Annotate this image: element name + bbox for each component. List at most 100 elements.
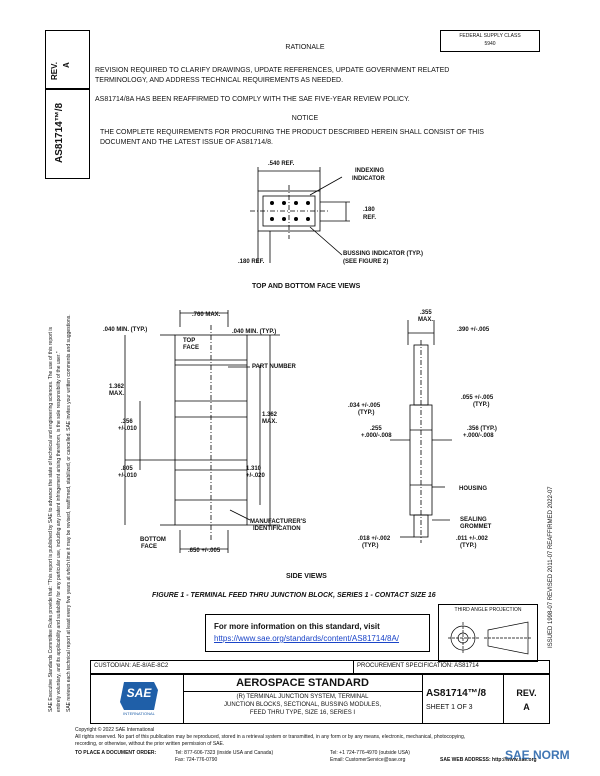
fsc-label: FEDERAL SUPPLY CLASS	[459, 33, 521, 39]
third-angle-label: THIRD ANGLE PROJECTION	[454, 607, 522, 613]
front-manufacturer-b: IDENTIFICATION	[253, 526, 301, 532]
front-dim-805-b: +/-.010	[118, 473, 137, 479]
footer-watermark: SAE NORM	[505, 748, 570, 762]
rev-block	[45, 30, 90, 89]
doc-id-block	[45, 89, 90, 179]
side-housing-label: HOUSING	[459, 486, 488, 492]
front-dim-040-right: .040 MIN. (TYP.)	[232, 329, 277, 335]
top-dim-180-bottom: .180 REF.	[238, 259, 265, 265]
strip-divider	[353, 660, 354, 674]
front-bottom-face-b: FACE	[141, 544, 158, 550]
footer-fax: Fax: 724-776-0790	[175, 757, 218, 763]
top-indexing: INDEXING	[355, 168, 385, 174]
top-see-fig: (SEE FIGURE 2)	[343, 259, 389, 265]
side-dim-055-b: (TYP.)	[473, 402, 490, 408]
side-dim-011: .011 +/-.002	[456, 536, 488, 542]
side-dim-034-a: .034 +/-.005	[348, 403, 381, 409]
side-dim-355-b: MAX.	[418, 317, 433, 323]
title-desc2: JUNCTION BLOCKS, SECTIONAL, BUSSING MODU…	[223, 702, 382, 708]
side-dim-356-a: .356 (TYP.)	[467, 426, 497, 432]
footer-rights: All rights reserved. No part of this pub…	[75, 734, 466, 740]
footer-copyright: Copyright © 2022 SAE International	[75, 727, 155, 733]
front-top-face-1: TOP	[183, 338, 196, 344]
front-dim-650: .650 +/-.005	[188, 548, 221, 554]
fsc-value: 5940	[484, 41, 496, 47]
right-vertical-dates: ISSUED 1998-07 REVISED 2011-07 REAFFIRME…	[548, 486, 554, 648]
top-indicator: INDICATOR	[352, 176, 385, 182]
notice-line2: DOCUMENT AND THE LATEST ISSUE OF AS81714…	[100, 139, 273, 146]
front-dim-1310-a: 1.310	[246, 466, 262, 472]
footer-tel2: Tel: +1 724-776-4970 (outside USA)	[330, 750, 410, 756]
top-bussing: BUSSING INDICATOR (TYP.)	[343, 251, 424, 257]
title-divider-3	[503, 674, 504, 724]
title-heading: AEROSPACE STANDARD	[236, 677, 369, 689]
front-dim-1362-right-a: 1.362	[262, 412, 278, 418]
side-views-caption: SIDE VIEWS	[286, 573, 327, 580]
front-view-drawing	[124, 310, 280, 553]
front-dim-1362-right-b: MAX.	[262, 419, 277, 425]
rationale-heading: RATIONALE	[285, 44, 325, 51]
top-view-drawing	[250, 167, 350, 263]
sae-logo	[120, 682, 158, 710]
front-top-face-2: FACE	[183, 345, 200, 351]
notice-line1: THE COMPLETE REQUIREMENTS FOR PROCURING …	[100, 129, 484, 136]
more-info-line1: For more information on this standard, v…	[214, 622, 380, 631]
front-bottom-face-a: BOTTOM	[140, 537, 166, 543]
footer-rights2: recording, or otherwise, without the pri…	[75, 741, 225, 747]
footer-order: TO PLACE A DOCUMENT ORDER:	[75, 750, 157, 756]
figure-caption: FIGURE 1 - TERMINAL FEED THRU JUNCTION B…	[152, 592, 436, 599]
title-sheet: SHEET 1 OF 3	[426, 704, 473, 711]
front-dim-356-a: .356	[121, 419, 133, 425]
side-dim-356-b: +.000/-.008	[463, 433, 494, 439]
side-dim-255-a: .255	[370, 426, 382, 432]
title-doc-id: AS81714™/8	[426, 688, 487, 699]
procurement: PROCUREMENT SPECIFICATION: AS81714	[357, 663, 479, 669]
third-angle-symbol	[448, 621, 532, 655]
front-dim-356-b: +/-.010	[118, 426, 137, 432]
doc-id-vertical: AS81714™/8	[54, 102, 65, 163]
footer-web: SAE WEB ADDRESS: http://www.sae.org	[440, 757, 537, 763]
title-divider-1	[183, 674, 184, 724]
front-dim-040-left: .040 MIN. (TYP.)	[103, 327, 148, 333]
front-part-number: PART NUMBER	[252, 364, 296, 370]
top-ref-right: REF.	[363, 215, 377, 221]
footer-email: Email: CustomerService@sae.org	[330, 757, 406, 763]
side-dim-390: .390 +/-.005	[457, 327, 490, 333]
title-desc1: (R) TERMINAL JUNCTION SYSTEM, TERMINAL	[236, 694, 369, 700]
more-info-box	[205, 614, 430, 652]
footer-tel: Tel: 877-606-7323 (inside USA and Canada…	[175, 750, 274, 756]
side-dim-055-a: .055 +/-.005	[461, 395, 494, 401]
rationale-para1-line1: REVISION REQUIRED TO CLARIFY DRAWINGS, U…	[95, 67, 450, 74]
side-dim-255-b: +.000/-.008	[361, 433, 392, 439]
title-rev-value: A	[523, 702, 530, 712]
title-block	[90, 674, 550, 724]
rev-label-vertical: REV.	[50, 62, 59, 80]
front-dim-1362-left-b: MAX.	[109, 391, 124, 397]
rationale-para2: AS81714/8A HAS BEEN REAFFIRMED TO COMPLY…	[95, 96, 410, 103]
fsc-box	[440, 30, 540, 52]
rationale-para1-line2: TERMINOLOGY, AND ADDRESS TECHNICAL REQUI…	[95, 77, 344, 84]
rev-value-vertical: A	[62, 62, 71, 68]
side-dim-355-a: .355	[420, 310, 432, 316]
sae-logo-text: SAE	[126, 686, 152, 700]
third-angle-box	[438, 604, 538, 662]
front-manufacturer-a: MANUFACTURER'S	[250, 519, 307, 525]
sae-logo-sub: INTERNATIONAL	[123, 711, 155, 716]
front-dim-805-a: .805	[121, 466, 133, 472]
title-rev-label: REV.	[516, 688, 537, 698]
side-view-drawing	[390, 320, 452, 543]
custodian-strip	[90, 660, 550, 674]
title-divider-2	[422, 674, 423, 724]
notice-heading: NOTICE	[291, 115, 319, 122]
title-heading-rule	[183, 691, 422, 692]
front-dim-1362-left-a: 1.362	[109, 384, 125, 390]
top-dim-180-right: .180	[363, 207, 375, 213]
side-dim-034-b: (TYP.)	[358, 410, 375, 416]
side-sealing-a: SEALING	[460, 517, 487, 523]
side-dim-018: .018 +/-.002	[358, 536, 391, 542]
more-info-link[interactable]: https://www.sae.org/standards/content/AS…	[214, 634, 399, 643]
top-view-caption: TOP AND BOTTOM FACE VIEWS	[252, 283, 361, 290]
side-dim-018-typ: (TYP.)	[362, 543, 379, 549]
front-dim-1310-b: +/-.020	[246, 473, 265, 479]
title-desc3: FEED THRU TYPE, SIZE 16, SERIES I	[249, 710, 356, 716]
